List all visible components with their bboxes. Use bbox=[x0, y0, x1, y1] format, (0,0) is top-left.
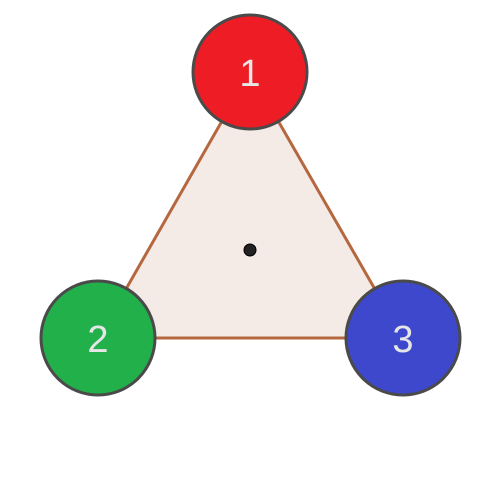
node-1-label: 1 bbox=[239, 53, 260, 95]
node-3-label: 3 bbox=[392, 319, 413, 361]
node-2-label: 2 bbox=[87, 319, 108, 361]
node-1: 1 bbox=[191, 13, 309, 131]
triangle bbox=[96, 70, 405, 340]
center-dot bbox=[243, 243, 257, 257]
node-1-circle bbox=[191, 13, 309, 131]
node-3-circle bbox=[344, 279, 462, 397]
node-2: 2 bbox=[39, 279, 157, 397]
node-2-circle bbox=[39, 279, 157, 397]
node-3: 3 bbox=[344, 279, 462, 397]
